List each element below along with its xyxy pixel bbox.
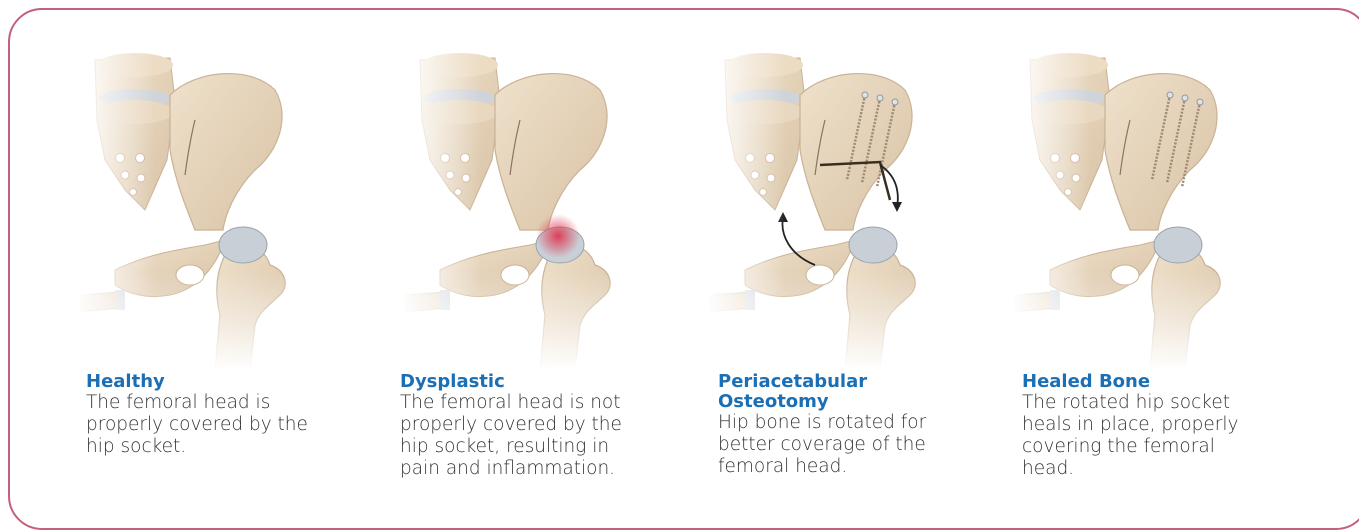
panel-description: Hip bone is rotated for better coverage … xyxy=(718,412,943,478)
hip-joint-healed-illustration xyxy=(1010,40,1240,370)
panel-title: Periacetabular Osteotomy xyxy=(718,372,878,412)
panel-title: Dysplastic xyxy=(400,372,645,392)
panel-description: The femoral head is not properly covered… xyxy=(400,392,645,480)
panel-description: The rotated hip socket heals in place, p… xyxy=(1022,392,1267,480)
panel-title: Healed Bone xyxy=(1022,372,1267,392)
hip-joint-osteotomy-illustration xyxy=(705,40,935,370)
hip-joint-dysplastic-illustration xyxy=(400,40,630,370)
